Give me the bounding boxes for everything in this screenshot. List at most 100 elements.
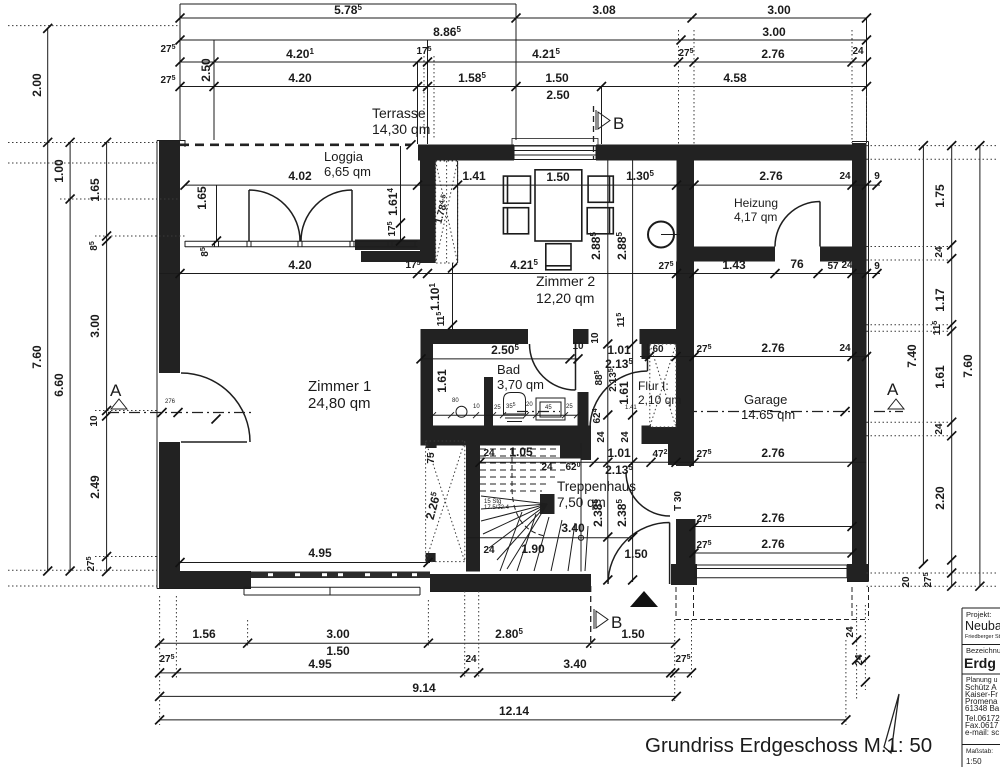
svg-text:60: 60 bbox=[652, 344, 664, 355]
svg-text:2.135: 2.135 bbox=[608, 368, 619, 391]
svg-text:2.76: 2.76 bbox=[761, 341, 785, 355]
svg-text:2.76: 2.76 bbox=[759, 169, 783, 183]
svg-text:24: 24 bbox=[596, 431, 607, 443]
svg-text:12.14: 12.14 bbox=[499, 704, 529, 718]
svg-text:3.00: 3.00 bbox=[326, 627, 350, 641]
svg-text:61348 Ba: 61348 Ba bbox=[965, 704, 1000, 713]
svg-text:25: 25 bbox=[566, 404, 573, 410]
svg-text:Bad: Bad bbox=[497, 362, 520, 377]
svg-text:14.65 qm: 14.65 qm bbox=[741, 407, 795, 422]
svg-text:624: 624 bbox=[592, 408, 603, 423]
svg-text:115: 115 bbox=[932, 321, 943, 336]
svg-text:275: 275 bbox=[160, 75, 175, 86]
svg-text:1.65: 1.65 bbox=[195, 186, 209, 210]
svg-text:9.14: 9.14 bbox=[412, 681, 436, 695]
svg-text:7.60: 7.60 bbox=[961, 354, 975, 378]
svg-text:24: 24 bbox=[620, 431, 631, 443]
svg-text:20: 20 bbox=[526, 402, 533, 408]
svg-text:2.135: 2.135 bbox=[605, 463, 633, 477]
svg-text:2.76: 2.76 bbox=[761, 47, 785, 61]
svg-text:1.585: 1.585 bbox=[458, 71, 486, 85]
svg-text:B: B bbox=[613, 114, 624, 133]
svg-text:1.50: 1.50 bbox=[624, 547, 648, 561]
svg-text:Heizung: Heizung bbox=[734, 196, 778, 210]
svg-text:3.00: 3.00 bbox=[88, 314, 102, 338]
svg-text:24: 24 bbox=[852, 46, 864, 57]
svg-text:275: 275 bbox=[678, 48, 693, 59]
svg-text:4,17 qm: 4,17 qm bbox=[734, 210, 777, 224]
svg-text:3.00: 3.00 bbox=[762, 25, 786, 39]
svg-text:A: A bbox=[887, 380, 899, 399]
svg-text:4.58: 4.58 bbox=[723, 71, 747, 85]
svg-text:24: 24 bbox=[845, 626, 856, 638]
svg-text:15 Stg: 15 Stg bbox=[484, 499, 501, 505]
svg-text:355: 355 bbox=[506, 402, 516, 410]
svg-text:24: 24 bbox=[541, 462, 553, 473]
svg-text:14,30 qm: 14,30 qm bbox=[372, 121, 430, 137]
svg-text:275: 275 bbox=[696, 514, 711, 525]
svg-text:B: B bbox=[611, 613, 622, 632]
svg-text:2.505: 2.505 bbox=[491, 343, 519, 357]
svg-text:17.5/22.4: 17.5/22.4 bbox=[484, 505, 510, 511]
svg-text:10: 10 bbox=[89, 415, 100, 427]
svg-text:1.01: 1.01 bbox=[607, 343, 631, 357]
svg-text:2.50: 2.50 bbox=[546, 88, 570, 102]
svg-text:276: 276 bbox=[165, 399, 176, 405]
svg-text:24: 24 bbox=[854, 654, 865, 666]
svg-text:1.75: 1.75 bbox=[933, 184, 947, 208]
svg-text:2.00: 2.00 bbox=[30, 73, 44, 97]
svg-text:3.08: 3.08 bbox=[592, 3, 616, 17]
svg-text:1.65: 1.65 bbox=[88, 178, 102, 202]
svg-text:10: 10 bbox=[572, 341, 584, 352]
svg-text:e-mail: sc: e-mail: sc bbox=[965, 728, 999, 737]
svg-text:24: 24 bbox=[841, 260, 853, 271]
svg-text:2.50: 2.50 bbox=[199, 58, 213, 82]
svg-text:Zimmer 1: Zimmer 1 bbox=[308, 378, 371, 395]
svg-text:12,20 qm: 12,20 qm bbox=[536, 290, 594, 306]
svg-text:T 30: T 30 bbox=[673, 491, 684, 511]
svg-text:2.76: 2.76 bbox=[761, 446, 785, 460]
svg-text:24: 24 bbox=[839, 343, 851, 354]
svg-text:1.101: 1.101 bbox=[428, 283, 442, 311]
svg-text:115: 115 bbox=[616, 313, 627, 328]
svg-text:2.135: 2.135 bbox=[605, 357, 633, 371]
svg-text:9: 9 bbox=[874, 171, 880, 182]
svg-text:2.20: 2.20 bbox=[933, 486, 947, 510]
svg-text:275: 275 bbox=[696, 344, 711, 355]
svg-text:9: 9 bbox=[874, 261, 880, 272]
svg-text:175: 175 bbox=[416, 46, 431, 57]
svg-text:115: 115 bbox=[436, 312, 447, 327]
svg-text:Treppenhaus: Treppenhaus bbox=[557, 479, 636, 494]
svg-text:1.61: 1.61 bbox=[617, 381, 631, 405]
svg-text:Grundriss Erdgeschoss M.1: 50: Grundriss Erdgeschoss M.1: 50 bbox=[645, 734, 932, 757]
svg-text:275: 275 bbox=[658, 261, 673, 272]
svg-text:Kaiser-Fr: Kaiser-Fr bbox=[965, 690, 998, 699]
svg-text:24,80 qm: 24,80 qm bbox=[308, 395, 371, 412]
svg-text:Friedberger Stra: Friedberger Stra bbox=[965, 634, 1000, 640]
svg-text:1.50: 1.50 bbox=[546, 170, 570, 184]
svg-text:8.865: 8.865 bbox=[433, 25, 461, 39]
svg-text:275: 275 bbox=[86, 556, 97, 571]
svg-text:24: 24 bbox=[483, 545, 495, 556]
svg-text:10: 10 bbox=[473, 404, 480, 410]
svg-text:Erdg: Erdg bbox=[964, 655, 996, 671]
svg-text:275: 275 bbox=[696, 449, 711, 460]
svg-text:Planung u: Planung u bbox=[966, 677, 998, 684]
svg-text:175: 175 bbox=[387, 221, 398, 236]
svg-text:A: A bbox=[110, 381, 122, 400]
svg-text:4.95: 4.95 bbox=[308, 546, 332, 560]
svg-text:620: 620 bbox=[565, 462, 580, 473]
svg-text:275: 275 bbox=[696, 540, 711, 551]
svg-text:85: 85 bbox=[89, 241, 100, 251]
svg-text:45: 45 bbox=[545, 405, 552, 411]
svg-text:20: 20 bbox=[901, 576, 912, 588]
svg-text:2.805: 2.805 bbox=[495, 627, 523, 641]
svg-text:6.60: 6.60 bbox=[52, 373, 66, 397]
svg-text:1.00: 1.00 bbox=[52, 159, 66, 183]
svg-text:1.41: 1.41 bbox=[462, 169, 486, 183]
svg-text:3.00: 3.00 bbox=[767, 3, 791, 17]
svg-text:4.95: 4.95 bbox=[308, 657, 332, 671]
svg-text:1.90: 1.90 bbox=[521, 542, 545, 556]
svg-text:3.40: 3.40 bbox=[561, 521, 585, 535]
svg-text:2.385: 2.385 bbox=[591, 499, 605, 527]
